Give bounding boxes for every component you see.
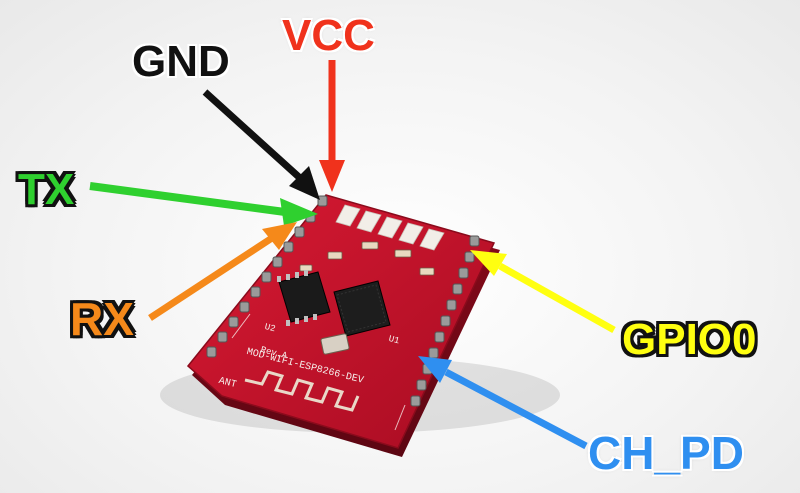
flash-chip	[277, 270, 331, 326]
silkscreen-lines	[231, 313, 406, 431]
label-vcc: VCC	[282, 11, 375, 60]
crystal	[320, 333, 350, 355]
arrow-gnd	[202, 89, 320, 200]
smd-components	[299, 241, 435, 276]
arrow-tx	[89, 182, 318, 226]
arrow-vcc	[319, 60, 345, 192]
arrow-gpio0	[470, 250, 616, 334]
label-tx: TX	[18, 165, 75, 214]
label-rx: RX	[70, 293, 134, 345]
label-gnd: GND	[132, 37, 230, 86]
label-gpio0: GPIO0	[622, 315, 757, 364]
left-header-pins	[206, 195, 328, 358]
top-pads	[335, 204, 445, 251]
pcb-antenna	[244, 370, 360, 412]
label-ch-pd: CH_PD	[588, 427, 744, 479]
arrow-rx	[148, 222, 297, 321]
arrow-ch-pd	[418, 356, 588, 450]
esp8266-chip	[333, 280, 391, 337]
